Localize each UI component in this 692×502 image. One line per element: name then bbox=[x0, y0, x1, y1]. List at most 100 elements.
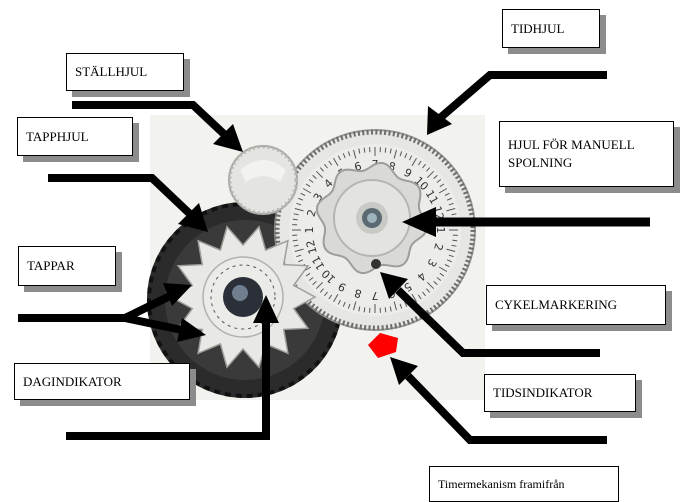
label-tapphjul-text: TAPPHJUL bbox=[26, 128, 89, 144]
dial-tick bbox=[363, 307, 366, 313]
dial-tick bbox=[436, 179, 442, 183]
dial-number: 7 bbox=[372, 289, 379, 302]
dial-tick bbox=[294, 248, 304, 252]
dial-tick bbox=[409, 155, 413, 161]
dial-tick bbox=[439, 183, 445, 188]
dial-tick bbox=[333, 293, 339, 303]
dial-tick bbox=[417, 294, 422, 300]
dial-tick bbox=[312, 281, 317, 286]
arrow-dagindikator bbox=[66, 295, 279, 440]
dial-tick bbox=[444, 192, 450, 196]
dial-number: 11 bbox=[309, 253, 327, 272]
dial-number: 6 bbox=[353, 160, 363, 174]
dial-tick bbox=[446, 248, 456, 252]
dial-tick bbox=[358, 306, 361, 312]
dial-tick bbox=[448, 202, 454, 206]
dial-tick bbox=[384, 147, 387, 153]
dial-tick bbox=[342, 153, 346, 159]
dial-tick bbox=[384, 307, 387, 313]
dial-number: 8 bbox=[353, 286, 363, 300]
dial-tick bbox=[337, 155, 341, 161]
arrow-tidsindikator bbox=[390, 357, 607, 444]
dial-tick bbox=[446, 197, 452, 201]
dial-tick bbox=[363, 147, 366, 153]
label-cykelmarkering-text: CYKELMARKERING bbox=[495, 297, 618, 312]
dial-tick bbox=[312, 174, 317, 179]
dial-tick bbox=[305, 183, 311, 188]
dial-tick bbox=[308, 179, 314, 183]
label-dagindikator-text: DAGINDIKATOR bbox=[23, 373, 122, 389]
dial-tick bbox=[393, 301, 397, 311]
dial-tick bbox=[293, 213, 299, 216]
dial-tick bbox=[411, 157, 417, 167]
dial-tick bbox=[298, 197, 304, 201]
dial-tick bbox=[333, 157, 339, 167]
dial-tick bbox=[422, 291, 426, 297]
dial-tick bbox=[399, 303, 403, 309]
label-dagindikator: DAGINDIKATOR bbox=[14, 363, 190, 400]
label-tappar: TAPPAR bbox=[18, 246, 116, 286]
dial-tick bbox=[347, 151, 351, 157]
dial-tick bbox=[404, 301, 408, 307]
dial-number: 8 bbox=[387, 160, 397, 174]
dial-tick bbox=[411, 293, 417, 303]
dial-number: 1 bbox=[434, 227, 447, 234]
dial-tick bbox=[319, 167, 324, 172]
setting-wheel bbox=[228, 145, 298, 215]
label-stallhjul-text: STÄLLHJUL bbox=[75, 64, 148, 79]
manual-advance-knob bbox=[315, 161, 429, 275]
label-tapphjul: TAPPHJUL bbox=[17, 117, 133, 156]
dial-tick bbox=[315, 170, 324, 179]
dial-tick bbox=[438, 188, 448, 194]
dial-number: 1 bbox=[303, 227, 316, 234]
label-manuell-spolning: HJUL FÖR MANUELL SPOLNING bbox=[499, 121, 674, 187]
pointer-arrows bbox=[18, 71, 650, 444]
dial-tick bbox=[426, 167, 431, 172]
label-tappar-text: TAPPAR bbox=[27, 258, 75, 273]
dial-tick bbox=[439, 272, 445, 277]
dial-tick bbox=[399, 151, 403, 157]
dial-tick bbox=[294, 208, 304, 212]
arrow-cykelmarkering bbox=[380, 272, 600, 357]
dial-tick bbox=[433, 174, 438, 179]
dial-tick bbox=[315, 281, 324, 290]
dial-number: 2 bbox=[431, 242, 445, 252]
dial-tick bbox=[404, 153, 408, 159]
pin-wheel bbox=[169, 225, 317, 369]
caption-text: Timermekanism framifrån bbox=[438, 477, 565, 491]
dial-tick bbox=[448, 254, 454, 258]
dial-tick bbox=[436, 277, 442, 281]
dial-tick bbox=[298, 259, 304, 263]
dial-tick bbox=[324, 163, 328, 169]
dial-tick bbox=[319, 288, 324, 293]
dial-tick bbox=[328, 160, 333, 166]
dial-tick bbox=[296, 202, 302, 206]
dial-tick bbox=[302, 188, 312, 194]
dial-tick bbox=[426, 281, 435, 290]
label-tidsindikator: TIDSINDIKATOR bbox=[484, 374, 636, 412]
dial-tick bbox=[292, 239, 298, 242]
cycle-marker bbox=[371, 259, 381, 269]
dial-tick bbox=[444, 264, 450, 268]
dial-tick bbox=[426, 288, 431, 293]
dial-tick bbox=[293, 244, 299, 247]
label-tidsindikator-text: TIDSINDIKATOR bbox=[493, 385, 593, 400]
arrow-tidhjul bbox=[427, 71, 607, 135]
arrow-tappar bbox=[18, 283, 206, 342]
label-manuell-line2: SPOLNING bbox=[508, 155, 573, 170]
dial-tick bbox=[446, 259, 452, 263]
dial-tick bbox=[305, 272, 311, 277]
label-stallhjul: STÄLLHJUL bbox=[66, 53, 184, 91]
dial-tick bbox=[324, 291, 328, 297]
dial-tick bbox=[308, 277, 314, 281]
dial-tick bbox=[452, 239, 458, 242]
time-indicator-red bbox=[368, 333, 398, 358]
dial-number: 11 bbox=[423, 188, 441, 207]
dial-tick bbox=[328, 294, 333, 300]
label-manuell-line1: HJUL FÖR MANUELL bbox=[508, 137, 635, 152]
arrow-tapphjul bbox=[48, 174, 208, 232]
dial-tick bbox=[422, 163, 426, 169]
dial-tick bbox=[300, 192, 306, 196]
dial-tick bbox=[438, 266, 448, 272]
